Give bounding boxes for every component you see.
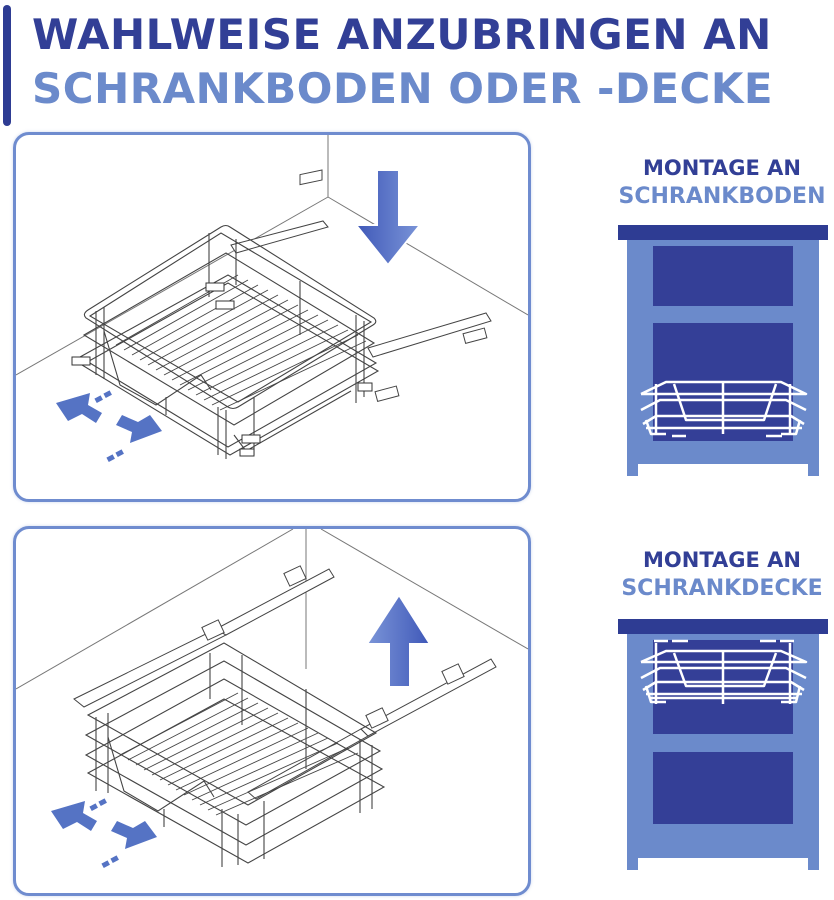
drawer-rails [230,169,492,403]
ceiling-mount-label-line1: MONTAGE AN [643,548,801,572]
title-line-1: WAHLWEISE ANZUBRINGEN AN [32,10,772,59]
ceiling-mount-label-line2: SCHRANKDECKE [621,576,823,601]
floor-mount-illustration-panel [13,132,531,502]
bidirectional-slide-arrows-icon [51,798,157,869]
wire-basket [84,642,386,867]
wire-basket-floor-drawing [16,135,528,463]
floor-mount-label-line1: MONTAGE AN [643,156,801,180]
cabinet-basket-bottom-icon [618,225,828,476]
title-accent-bar [3,5,11,126]
room-corner-lines [16,529,528,690]
wire-basket-ceiling-drawing [16,529,528,869]
cabinet-basket-top-icon [618,619,828,870]
bidirectional-slide-arrows-icon [56,390,162,463]
title-line-2: SCHRANKBODEN ODER -DECKE [32,64,774,113]
ceiling-mount-label: MONTAGE AN SCHRANKDECKE [600,550,834,600]
arrow-up-icon [365,593,432,688]
floor-mount-label: MONTAGE AN SCHRANKBODEN [600,158,834,208]
mounting-brackets [71,282,373,457]
ceiling-rails [73,565,497,800]
room-corner-lines [16,135,528,376]
floor-mount-label-line2: SCHRANKBODEN [618,184,826,209]
ceiling-mount-illustration-panel [13,526,531,896]
arrow-down-icon [353,169,423,267]
